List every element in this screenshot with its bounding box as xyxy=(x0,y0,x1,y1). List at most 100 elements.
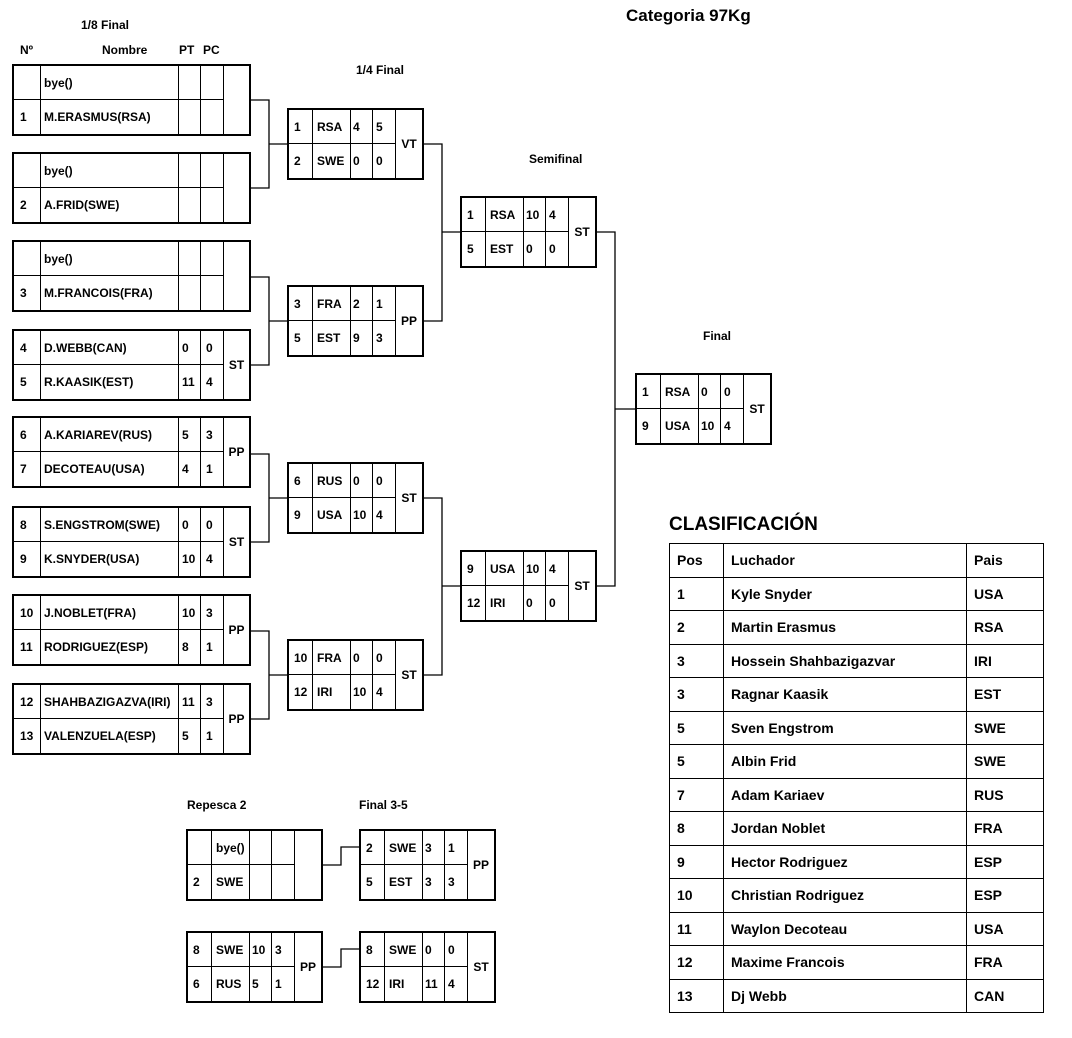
wrestler-pc: 3 xyxy=(275,943,282,957)
wrestler-name: IRI xyxy=(490,596,506,610)
wrestler-pt: 8 xyxy=(182,640,189,654)
wrestler-pc xyxy=(275,865,295,899)
country-cell: CAN xyxy=(966,978,1044,1013)
wrestler-cell: Jordan Noblet xyxy=(723,811,967,846)
cell-divider xyxy=(223,685,224,753)
wrestler-pt: 10 xyxy=(182,606,196,620)
row-divider xyxy=(14,718,223,719)
wrestler-name: R.KAASIK(EST) xyxy=(44,375,134,389)
match-result: PP xyxy=(400,314,417,328)
cell-divider xyxy=(178,331,179,399)
wrestler-pc: 0 xyxy=(376,651,383,665)
wrestler-pc: 0 xyxy=(206,518,213,532)
wrestler-number: 5 xyxy=(366,875,373,889)
country-cell: FRA xyxy=(966,811,1044,846)
cell-divider xyxy=(249,831,250,899)
wrestler-number: 5 xyxy=(467,242,474,256)
row-divider xyxy=(14,187,223,188)
category-title: Categoria 97Kg xyxy=(626,6,751,25)
bracket-connector-line xyxy=(251,453,270,543)
classification-header-cell: Pais xyxy=(966,543,1044,578)
bronze-label: Final 3-5 xyxy=(359,798,408,812)
match-result xyxy=(224,66,249,134)
wrestler-name: SWE xyxy=(216,875,244,889)
wrestler-pc xyxy=(206,242,224,276)
wrestler-number: 1 xyxy=(642,385,649,399)
match-result: ST xyxy=(473,960,489,974)
row-divider xyxy=(14,364,223,365)
cell-divider xyxy=(485,552,486,620)
wrestler-pc xyxy=(206,276,224,310)
wrestler-name: SWE xyxy=(216,943,244,957)
cell-divider xyxy=(178,508,179,576)
cell-divider xyxy=(223,596,224,664)
wrestler-pc: 3 xyxy=(206,428,213,442)
wrestler-pc: 0 xyxy=(549,242,556,256)
match-result: PP xyxy=(228,445,245,459)
wrestler-cell: Albin Frid xyxy=(723,744,967,779)
match-result xyxy=(224,242,249,310)
cell-divider xyxy=(40,596,41,664)
cell-divider xyxy=(350,110,351,178)
cell-divider xyxy=(200,154,201,222)
wrestler-cell: Maxime Francois xyxy=(723,945,967,980)
row-divider xyxy=(289,143,395,144)
wrestler-cell: Adam Kariaev xyxy=(723,777,967,812)
position-cell: 2 xyxy=(669,610,724,645)
cell-divider xyxy=(467,831,468,899)
cell-divider xyxy=(422,831,423,899)
wrestler-number: 12 xyxy=(467,596,481,610)
wrestler-name: RSA xyxy=(490,208,516,222)
wrestler-pt: 0 xyxy=(701,385,708,399)
country-cell: SWE xyxy=(966,744,1044,779)
cell-divider xyxy=(200,685,201,753)
wrestler-pt: 2 xyxy=(353,297,360,311)
wrestler-name: VALENZUELA(ESP) xyxy=(44,729,156,743)
wrestler-pc: 4 xyxy=(376,685,383,699)
column-name-header: Nombre xyxy=(102,43,148,57)
cell-divider xyxy=(568,198,569,266)
cell-divider xyxy=(200,242,201,310)
position-cell: 8 xyxy=(669,811,724,846)
wrestler-number: 2 xyxy=(366,841,373,855)
cell-divider xyxy=(178,66,179,134)
cell-divider xyxy=(372,641,373,709)
cell-divider xyxy=(395,464,396,532)
wrestler-pt: 10 xyxy=(182,552,196,566)
cell-divider xyxy=(40,685,41,753)
country-cell: RUS xyxy=(966,777,1044,812)
wrestler-number: 1 xyxy=(294,120,301,134)
cell-divider xyxy=(485,198,486,266)
cell-divider xyxy=(294,933,295,1001)
match-result: PP xyxy=(228,623,245,637)
country-cell: SWE xyxy=(966,710,1044,745)
cell-divider xyxy=(743,375,744,443)
wrestler-number xyxy=(20,154,41,188)
match-result xyxy=(224,154,249,222)
wrestler-pt: 5 xyxy=(182,729,189,743)
wrestler-number: 9 xyxy=(294,508,301,522)
cell-divider xyxy=(200,331,201,399)
position-cell: 10 xyxy=(669,878,724,913)
column-pc-header: PC xyxy=(203,43,220,57)
row-divider xyxy=(14,451,223,452)
